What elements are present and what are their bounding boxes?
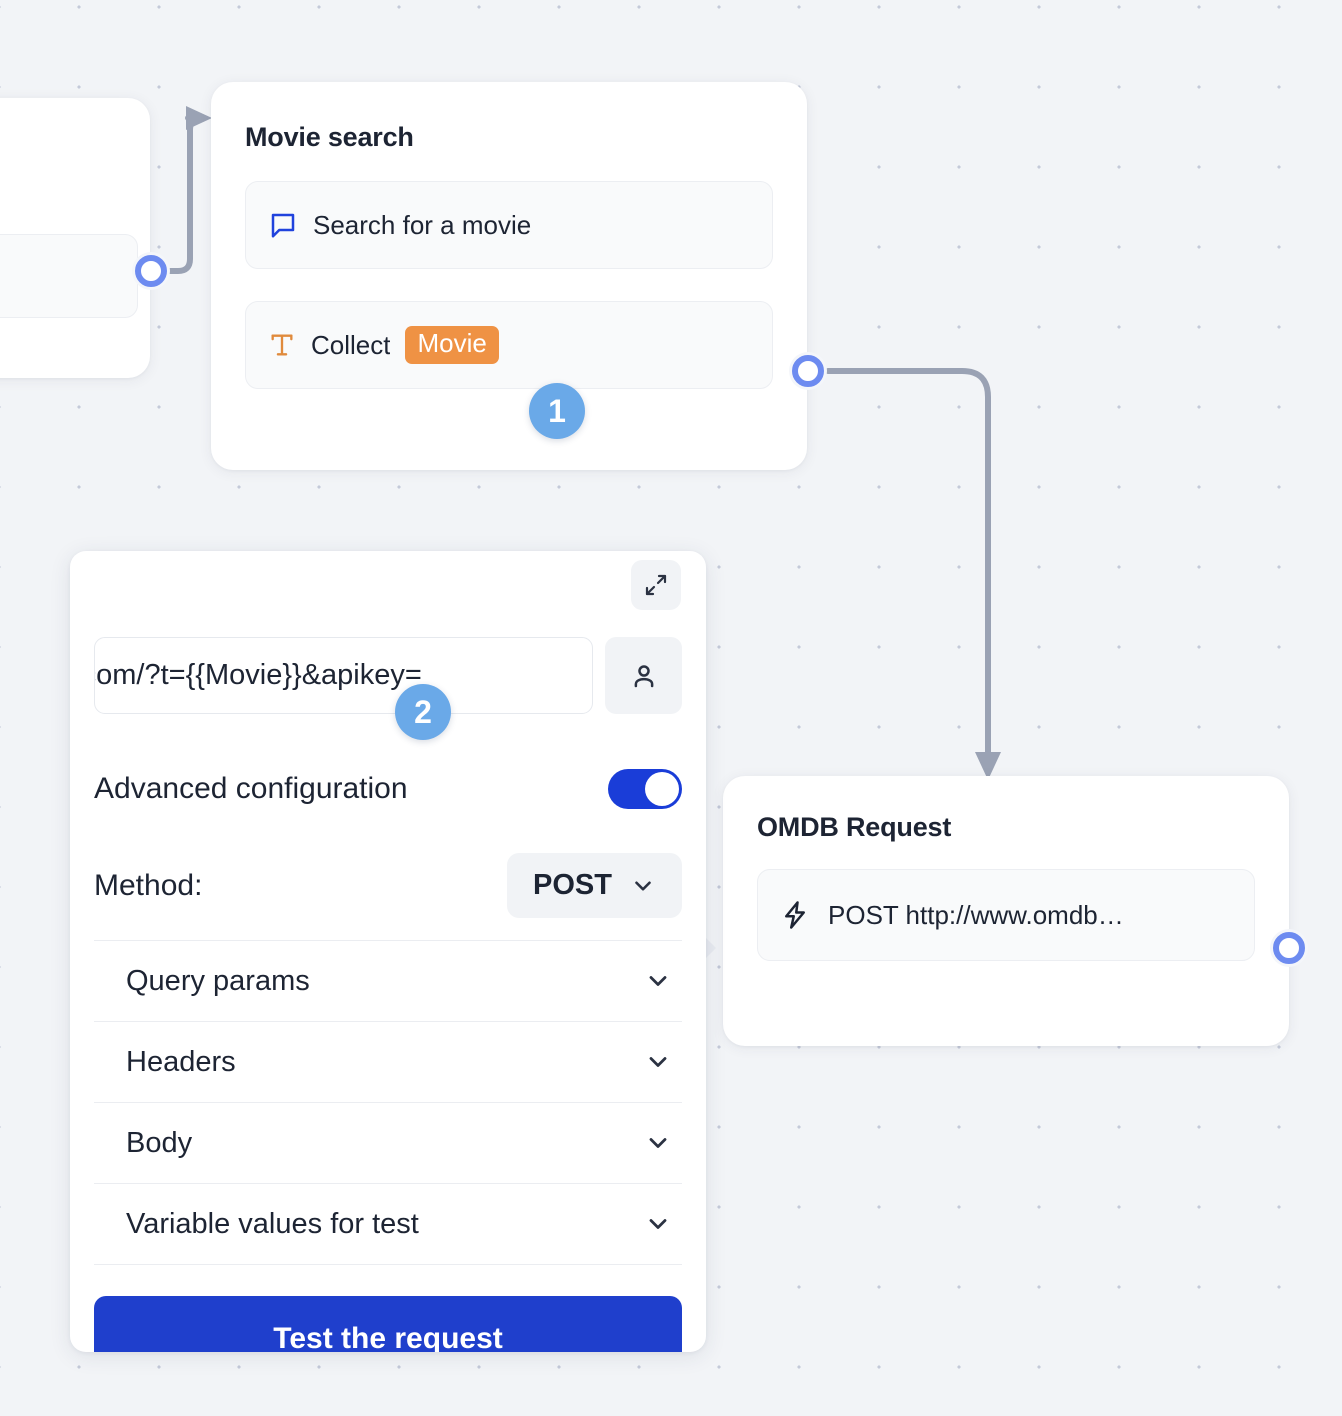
- chat-bubble-icon: [268, 210, 298, 240]
- advanced-configuration-toggle[interactable]: [608, 769, 682, 809]
- advanced-configuration-label: Advanced configuration: [94, 772, 408, 805]
- accordion-body[interactable]: Body: [94, 1103, 682, 1184]
- node-row-collect-movie[interactable]: Collect Movie: [245, 301, 773, 389]
- connector-handle-input[interactable]: [703, 935, 716, 961]
- edge-partial-to-movie-search: [167, 115, 203, 274]
- method-selected-value: POST: [533, 869, 612, 901]
- accordion-label: Variable values for test: [126, 1207, 419, 1240]
- method-row: Method: POST: [94, 853, 682, 941]
- request-configuration-panel: Advanced configuration Method: POST Quer…: [70, 551, 706, 1352]
- node-row-search-for-a-movie[interactable]: Search for a movie: [245, 181, 773, 269]
- method-label: Method:: [94, 868, 203, 902]
- connector-handle-output[interactable]: [132, 252, 170, 290]
- text-field-icon: [268, 331, 296, 359]
- node-partial-left[interactable]: [0, 98, 150, 378]
- node-row[interactable]: [0, 234, 138, 318]
- accordion-label: Body: [126, 1126, 193, 1159]
- node-row-label: Collect: [311, 329, 391, 360]
- chevron-down-icon: [644, 1048, 672, 1076]
- step-badge-1: 1: [529, 383, 585, 439]
- lightning-bolt-icon: [780, 900, 810, 930]
- chevron-down-icon: [644, 967, 672, 995]
- node-movie-search[interactable]: Movie search Search for a movie Collect …: [211, 82, 807, 470]
- node-title: OMDB Request: [757, 812, 952, 842]
- accordion-query-params[interactable]: Query params: [94, 941, 682, 1022]
- node-row-label: POST http://www.omdb…: [828, 899, 1124, 930]
- accordion-label: Query params: [126, 964, 310, 997]
- node-omdb-request[interactable]: OMDB Request POST http://www.omdb…: [723, 776, 1289, 1046]
- edge-movie-search-to-omdb: [825, 368, 991, 755]
- expand-diagonal-icon: [645, 574, 667, 596]
- step-badge-2: 2: [395, 684, 451, 740]
- node-row-post-request[interactable]: POST http://www.omdb…: [757, 869, 1255, 961]
- auth-user-button[interactable]: [605, 637, 682, 714]
- method-select-dropdown[interactable]: POST: [507, 853, 682, 918]
- panel-body: Advanced configuration Method: POST Quer…: [70, 551, 706, 1352]
- variable-chip-movie[interactable]: Movie: [405, 326, 499, 364]
- request-url-input[interactable]: [94, 637, 593, 714]
- accordion-label: Headers: [126, 1045, 236, 1078]
- accordion-variable-values-for-test[interactable]: Variable values for test: [94, 1184, 682, 1265]
- edge-arrowhead-movie-search: [186, 106, 212, 130]
- url-row: [94, 637, 682, 714]
- expand-panel-button[interactable]: [631, 560, 681, 610]
- connector-handle-output[interactable]: [1270, 929, 1308, 967]
- connector-handle-output[interactable]: [789, 352, 827, 390]
- chevron-down-icon: [630, 873, 656, 899]
- test-the-request-button[interactable]: Test the request: [94, 1296, 682, 1352]
- advanced-configuration-row: Advanced configuration: [94, 769, 682, 809]
- chevron-down-icon: [644, 1210, 672, 1238]
- chevron-down-icon: [644, 1129, 672, 1157]
- node-title: Movie search: [245, 122, 414, 152]
- person-icon: [634, 664, 653, 687]
- node-row-label: Search for a movie: [313, 209, 532, 240]
- accordion-headers[interactable]: Headers: [94, 1022, 682, 1103]
